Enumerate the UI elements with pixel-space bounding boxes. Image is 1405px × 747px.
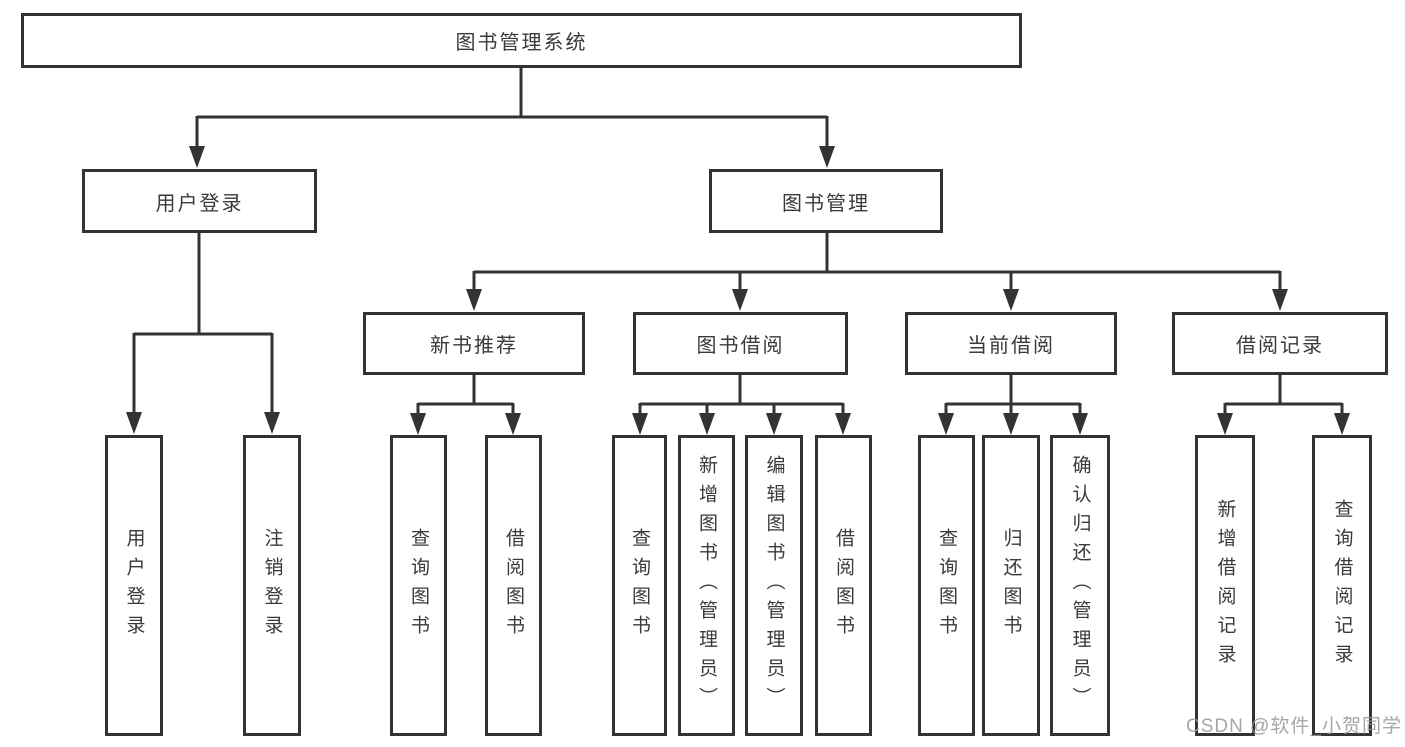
leaf-edit-books-admin: 编辑图书（管理员） [745,435,803,736]
node-new-book-recommend-label: 新书推荐 [430,335,518,357]
node-book-management-label: 图书管理 [782,192,870,215]
leaf-query-borrow-record-label: 查询借阅记录 [1331,498,1353,673]
leaf-query-books-current-label: 查询图书 [936,527,957,644]
leaf-confirm-return-admin: 确认归还（管理员） [1050,435,1110,736]
leaf-edit-books-admin-label: 编辑图书（管理员） [763,455,785,716]
leaf-borrow-books-borrowing-label: 借阅图书 [833,527,854,644]
leaf-logout: 注销登录 [243,435,301,736]
leaf-add-books-admin-label: 新增图书（管理员） [696,455,717,716]
node-borrowing-records-label: 借阅记录 [1236,335,1324,357]
leaf-add-books-admin: 新增图书（管理员） [678,435,735,736]
leaf-query-borrow-record: 查询借阅记录 [1312,435,1372,736]
leaf-borrow-books-borrowing: 借阅图书 [815,435,872,736]
node-root-label: 图书管理系统 [455,32,588,54]
leaf-add-borrow-record-label: 新增借阅记录 [1214,498,1236,673]
node-borrowing-records: 借阅记录 [1172,312,1388,375]
leaf-logout-label: 注销登录 [261,527,283,644]
csdn-watermark: CSDN @软件_小贺同学 [1186,716,1402,737]
node-current-borrowing: 当前借阅 [905,312,1117,375]
node-book-borrowing: 图书借阅 [633,312,848,375]
leaf-return-books-label: 归还图书 [1000,527,1022,644]
leaf-query-books-recommend-label: 查询图书 [408,527,429,644]
leaf-query-books-current: 查询图书 [918,435,975,736]
leaf-user-login-label: 用户登录 [123,527,145,644]
leaf-confirm-return-admin-label: 确认归还（管理员） [1069,455,1091,716]
leaf-query-books-borrowing-label: 查询图书 [629,527,650,644]
node-current-borrowing-label: 当前借阅 [967,335,1055,357]
node-book-management: 图书管理 [709,169,943,233]
leaf-return-books: 归还图书 [982,435,1040,736]
leaf-borrow-books-recommend-label: 借阅图书 [503,527,524,644]
leaf-borrow-books-recommend: 借阅图书 [485,435,542,736]
leaf-user-login: 用户登录 [105,435,163,736]
node-user-login-label: 用户登录 [155,192,244,215]
node-root-library-system: 图书管理系统 [21,13,1022,68]
node-book-borrowing-label: 图书借阅 [696,335,785,357]
node-user-login: 用户登录 [82,169,317,233]
leaf-query-books-recommend: 查询图书 [390,435,447,736]
node-new-book-recommend: 新书推荐 [363,312,585,375]
leaf-query-books-borrowing: 查询图书 [612,435,667,736]
leaf-add-borrow-record: 新增借阅记录 [1195,435,1255,736]
